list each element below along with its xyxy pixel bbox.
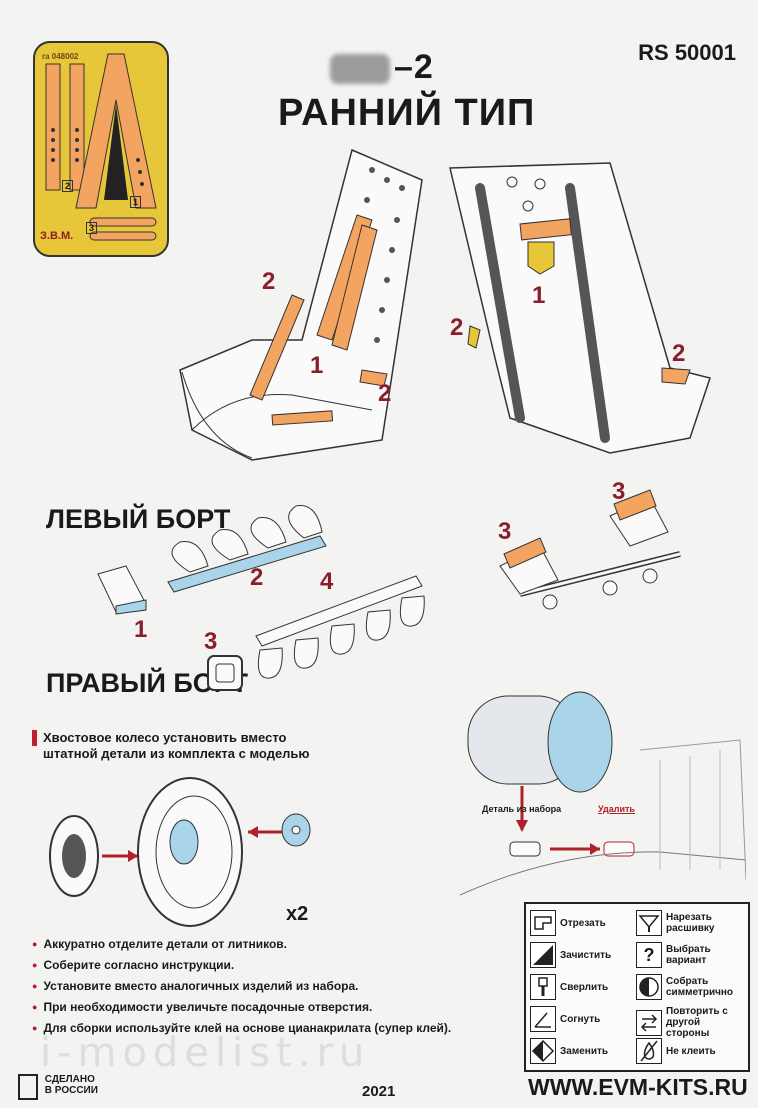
callout-number: 3	[204, 628, 218, 655]
symbol-legend: Отрезать Зачистить Сверлить Согнуть Заме…	[524, 902, 750, 1072]
replace-icon	[530, 1038, 556, 1064]
thread-icon	[636, 910, 662, 936]
legend-drill: Сверлить	[530, 974, 608, 1000]
engine-diagram: Деталь из набора Удалить	[459, 680, 747, 900]
remove-label: Удалить	[598, 804, 635, 814]
seat-rear-diagram: 1 2 2	[440, 158, 730, 458]
russia-badge-icon	[18, 1074, 38, 1100]
tail-wheel-warning: Хвостовое колесо установить вместо штатн…	[32, 730, 310, 762]
website-url: WWW.EVM-KITS.RU	[528, 1074, 748, 1100]
cut-icon	[530, 910, 556, 936]
quantity-label: x2	[286, 903, 309, 925]
subtitle: РАННИЙ ТИП	[278, 92, 536, 134]
legend-replace: Заменить	[530, 1038, 608, 1064]
note-item: Установите вместо аналогичных изделий из…	[32, 976, 451, 997]
note-item: При необходимости увеличьте посадочные о…	[32, 997, 451, 1018]
note-item: Аккуратно отделите детали от литников.	[32, 934, 451, 955]
callout-number: 2	[250, 564, 264, 591]
legend-clean: Зачистить	[530, 942, 611, 968]
callout-number: 3	[498, 518, 512, 545]
clean-icon	[530, 942, 556, 968]
obscured-model-name	[330, 54, 390, 85]
legend-choose: ? Выбрать вариант	[636, 942, 736, 968]
legend-symmetric: Собрать симметрично	[636, 974, 736, 1000]
fret-serial: ra 048002	[42, 52, 79, 61]
callout-number: 1	[532, 282, 546, 309]
seat-front-diagram: 2 1 2	[172, 140, 452, 480]
repeat-icon	[636, 1009, 662, 1036]
callout-number: 2	[450, 314, 464, 341]
callout-number: 2	[378, 380, 392, 407]
fret-part-number: 3	[86, 222, 98, 234]
legend-cut: Отрезать	[530, 910, 606, 936]
photo-etch-fret: ra 048002 З.В.М. 2 1 3	[32, 40, 170, 258]
legend-repeat: Повторить с другой стороны	[636, 1006, 736, 1039]
callout-number: 2	[672, 340, 686, 367]
mount-assembly-diagram: 3 3	[480, 476, 730, 616]
year: 2021	[362, 1083, 396, 1100]
fret-part-number: 1	[130, 196, 142, 208]
model-title: –2	[330, 48, 434, 87]
product-code: RS 50001	[638, 40, 736, 65]
note-item: Соберите согласно инструкции.	[32, 955, 451, 976]
drill-icon	[530, 974, 556, 1000]
kit-part-label: Деталь из набора	[482, 804, 562, 814]
legend-bend: Согнуть	[530, 1006, 600, 1032]
choose-icon: ?	[636, 942, 662, 968]
callout-number: 1	[310, 352, 324, 379]
warning-icon	[32, 730, 37, 746]
callout-number: 4	[320, 568, 334, 595]
exhaust-left-diagram: 1 2	[90, 494, 330, 643]
fret-part-number: 2	[62, 180, 74, 192]
symmetric-icon	[636, 974, 662, 1000]
no-glue-icon	[636, 1038, 662, 1064]
callout-number: 1	[134, 616, 148, 643]
legend-thread: Нарезать расшивку	[636, 910, 736, 936]
note-item: Для сборки используйте клей на основе ци…	[32, 1018, 451, 1039]
fret-brand: З.В.М.	[40, 230, 74, 242]
callout-number: 3	[612, 478, 626, 505]
exhaust-right-diagram: 3 4	[200, 560, 440, 700]
side-label-left: ЛЕВЫЙ БОРТ	[46, 504, 231, 534]
bend-icon	[530, 1006, 556, 1032]
tail-wheel-diagram	[40, 772, 330, 932]
callout-number: 2	[262, 268, 276, 295]
legend-no-glue: Не клеить	[636, 1038, 736, 1064]
assembly-notes: Аккуратно отделите детали от литников. С…	[32, 934, 451, 1039]
watermark: i-modelist.ru	[40, 1030, 371, 1076]
